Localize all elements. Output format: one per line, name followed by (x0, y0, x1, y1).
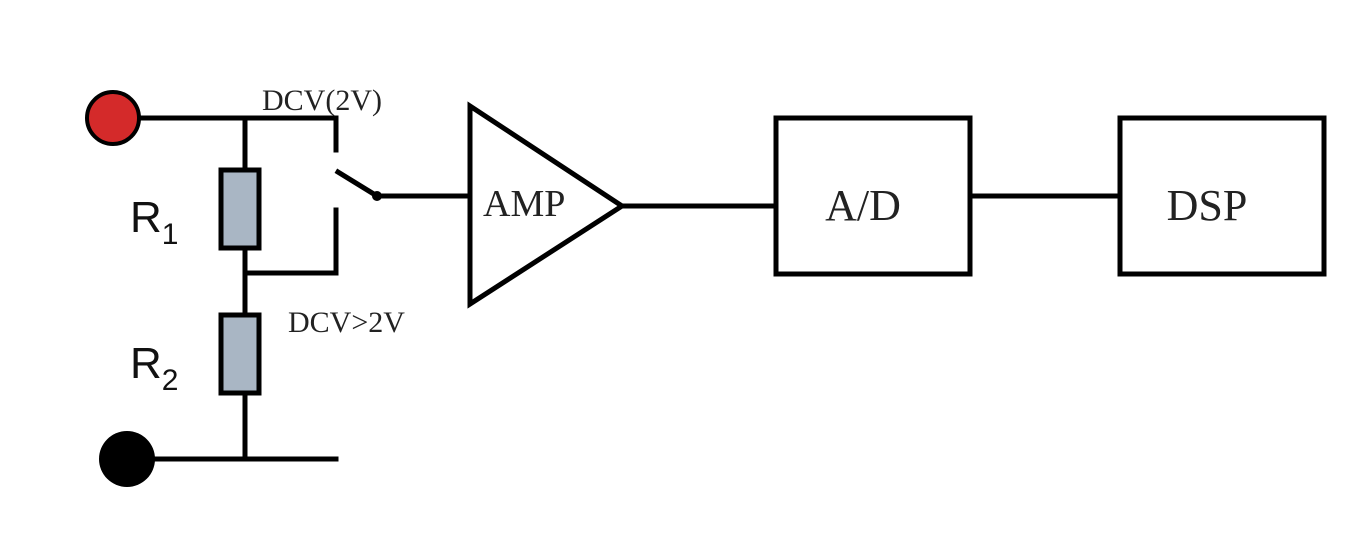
r2-label: R2 (130, 339, 178, 397)
r1-label: R1 (130, 193, 178, 251)
dsp-label: DSP (1167, 181, 1248, 230)
tap-wire (242, 207, 339, 276)
wires (137, 115, 1123, 462)
positive-terminal (85, 90, 141, 146)
ad-converter-block (773, 115, 973, 277)
amp-label: AMP (483, 183, 565, 225)
dsp-block (1117, 115, 1327, 277)
negative-terminal (99, 431, 155, 487)
switch-bottom-label: DCV>2V (288, 306, 405, 339)
ad-label: A/D (825, 181, 901, 230)
resistor-r1 (218, 167, 262, 251)
resistor-r2 (218, 312, 262, 396)
switch-top-label: DCV(2V) (262, 84, 382, 117)
top-rail-wire (137, 115, 339, 153)
switch-pivot (372, 191, 382, 201)
switch-blade (334, 168, 381, 200)
amplifier-triangle (467, 101, 627, 309)
